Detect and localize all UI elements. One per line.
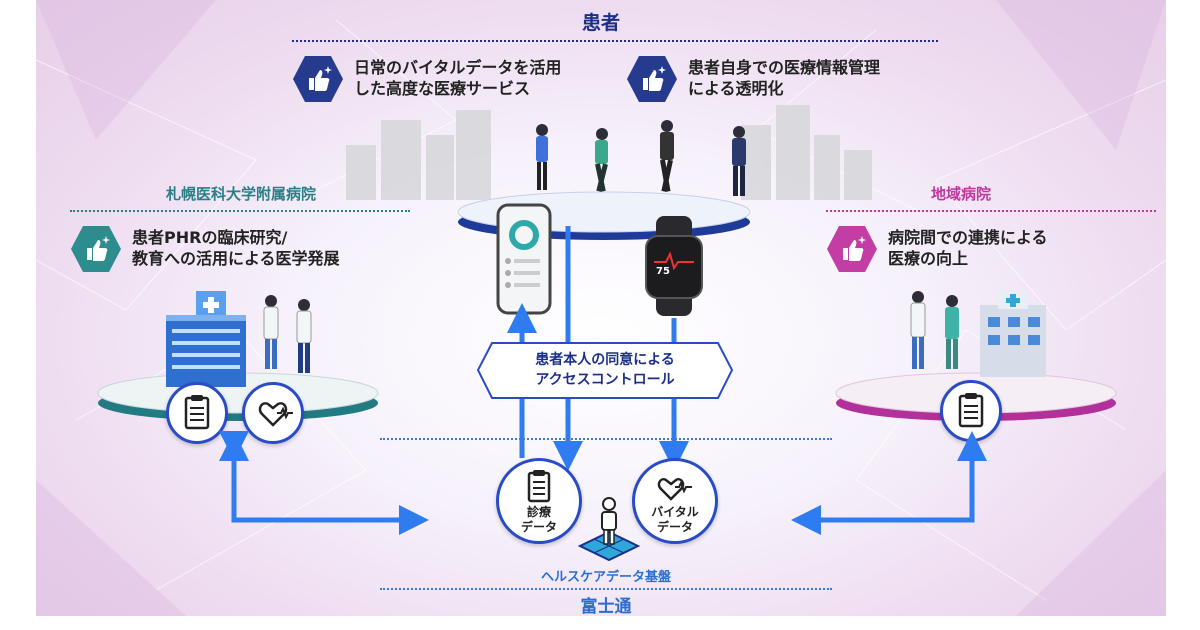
patient-divider [292, 40, 938, 42]
consent-line: アクセスコントロール [535, 372, 675, 388]
provider-divider [380, 588, 832, 590]
patient-benefit-2: 患者自身での医療情報管理 による透明化 [688, 57, 880, 99]
thumbs-up-sparkle-icon [627, 56, 677, 102]
healthcare-platform-label: ヘルスケアデータ基盤 [540, 570, 671, 585]
record-data-label: 診療 データ [499, 505, 579, 535]
provider-label: 富士通 [580, 597, 632, 616]
patient-benefit-1: 日常のバイタルデータを活用 した高度な医療サービス [354, 57, 561, 99]
vital-data-node: バイタル データ [632, 458, 718, 544]
node-label-line: データ [656, 520, 693, 534]
person-on-grid-icon [577, 497, 641, 562]
benefit-text-line: 日常のバイタルデータを活用 [354, 58, 562, 77]
heart-pulse-icon [657, 478, 692, 501]
benefit-text-line: した高度な医療サービス [354, 79, 531, 98]
diagram-canvas: 患者 日常のバイタルデータを活用 した高度な医療サービス 患者自身での医療情報管… [36, 0, 1166, 616]
thumbs-up-sparkle-icon [827, 226, 877, 272]
clipboard-icon [958, 393, 984, 428]
smartwatch-icon: 75 [642, 216, 706, 316]
regional-hospital-title: 地域病院 [930, 185, 991, 203]
thumbs-up-sparkle-icon [71, 226, 121, 272]
doctors-illustration [263, 295, 312, 373]
thumbs-up-sparkle-icon [293, 56, 343, 102]
clinic-building-illustration [980, 291, 1046, 377]
medical-record-data-node: 診療 データ [496, 458, 582, 544]
benefit-text-line: 患者自身での医療情報管理 [688, 58, 881, 77]
node-label-line: バイタル [651, 505, 699, 519]
data-flow-arrows [219, 226, 987, 535]
sapporo-divider [70, 210, 410, 212]
consent-line: 患者本人の同意による [535, 352, 675, 368]
doctors-illustration [910, 291, 959, 369]
walking-people-illustration [536, 120, 746, 196]
node-label-line: データ [520, 520, 557, 534]
heart-pulse-icon [258, 402, 293, 427]
patient-title: 患者 [581, 12, 620, 34]
regional-divider [826, 210, 1156, 212]
sapporo-benefit: 患者PHRの臨床研究/ 教育への活用による医学発展 [132, 227, 340, 269]
benefit-text-line: 患者PHRの臨床研究/ [132, 228, 288, 247]
clipboard-icon [184, 395, 210, 430]
hospital-building-illustration [166, 291, 246, 387]
watch-heart-rate: 75 [656, 266, 670, 277]
benefit-text-line: 病院間での連携による [888, 228, 1048, 247]
benefit-text-line: 医療の向上 [888, 249, 969, 268]
sapporo-hospital-title: 札幌医科大学附属病院 [165, 185, 316, 203]
clipboard-icon [527, 470, 551, 503]
regional-benefit: 病院間での連携による 医療の向上 [888, 227, 1048, 269]
platform-divider [380, 438, 832, 440]
consent-label: 患者本人の同意による アクセスコントロール [478, 350, 732, 390]
vital-data-label: バイタル データ [635, 505, 715, 535]
sapporo-record-badge [166, 382, 228, 444]
sapporo-vital-badge [242, 382, 304, 444]
benefit-text-line: 教育への活用による医学発展 [132, 249, 340, 268]
smartphone-icon [496, 203, 552, 315]
node-label-line: 診療 [526, 505, 551, 519]
background-network-lines [36, 0, 1166, 616]
benefit-text-line: による透明化 [688, 79, 784, 98]
